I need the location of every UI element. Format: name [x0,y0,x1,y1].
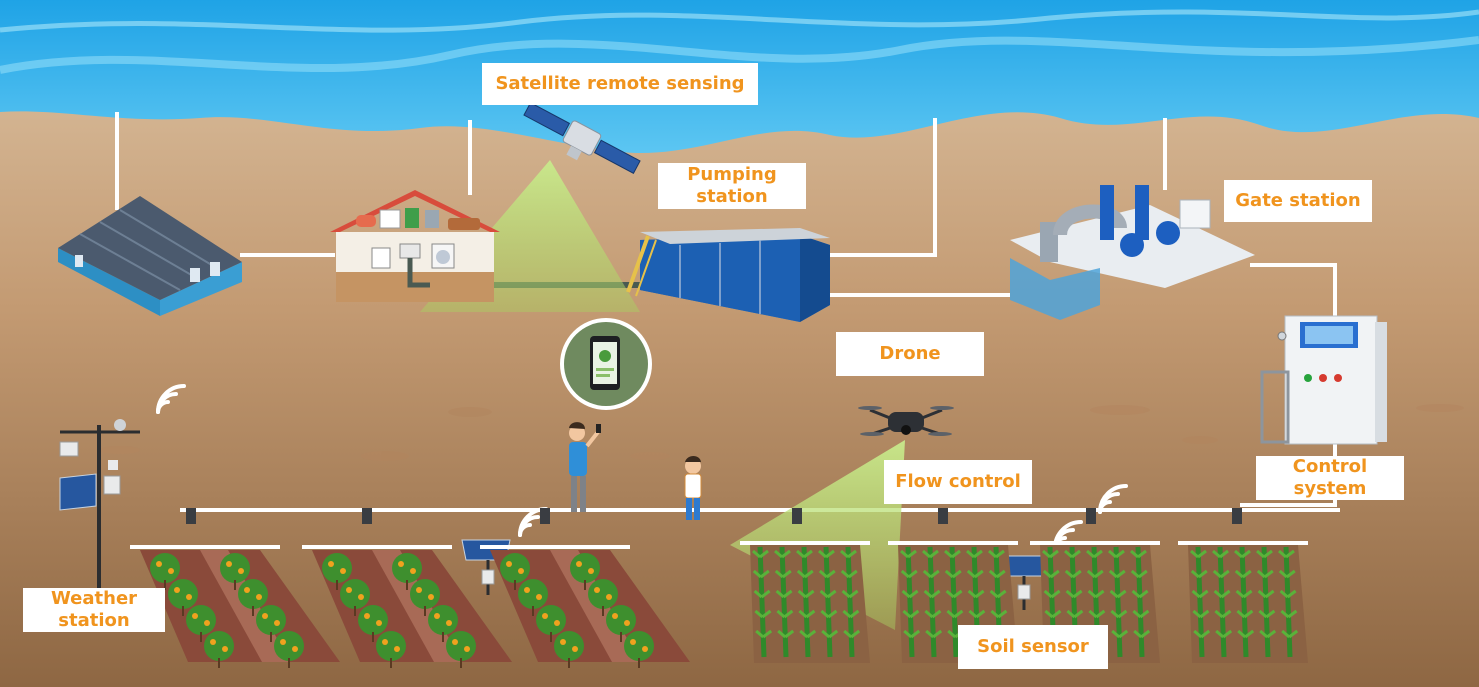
solar-panel-icon [59,473,1047,577]
soil-sensor-icon [481,560,1031,610]
label-control-system: Control system [1256,456,1404,500]
label-weather-station: Weather station [23,588,165,632]
label-soil-sensor: Soil sensor [958,625,1108,669]
phone-bubble-icon [560,318,652,410]
satellite-icon [523,102,641,174]
label-gate-station: Gate station [1224,180,1372,222]
label-satellite-remote-sensing: Satellite remote sensing [482,63,758,105]
label-pumping-station: Pumping station [658,163,806,209]
pumping-station-icon [626,228,830,322]
orchard-field-icon [130,545,690,668]
valve-icon [186,508,1242,524]
label-drone: Drone [836,332,984,376]
label-flow-control: Flow control [884,460,1032,504]
ground-patches [100,404,1464,461]
gate-station-icon [1010,185,1255,320]
child-icon [684,456,702,520]
warehouse-icon [58,196,242,316]
farmer-icon [569,422,601,512]
sky-wave [0,36,1479,74]
drone-icon [858,406,954,436]
weather-station-icon [59,419,140,590]
house-icon [330,190,500,302]
sky-wave-2 [0,9,1479,33]
crop-field-icon [740,541,1308,663]
control-cabinet-icon [1260,315,1387,445]
